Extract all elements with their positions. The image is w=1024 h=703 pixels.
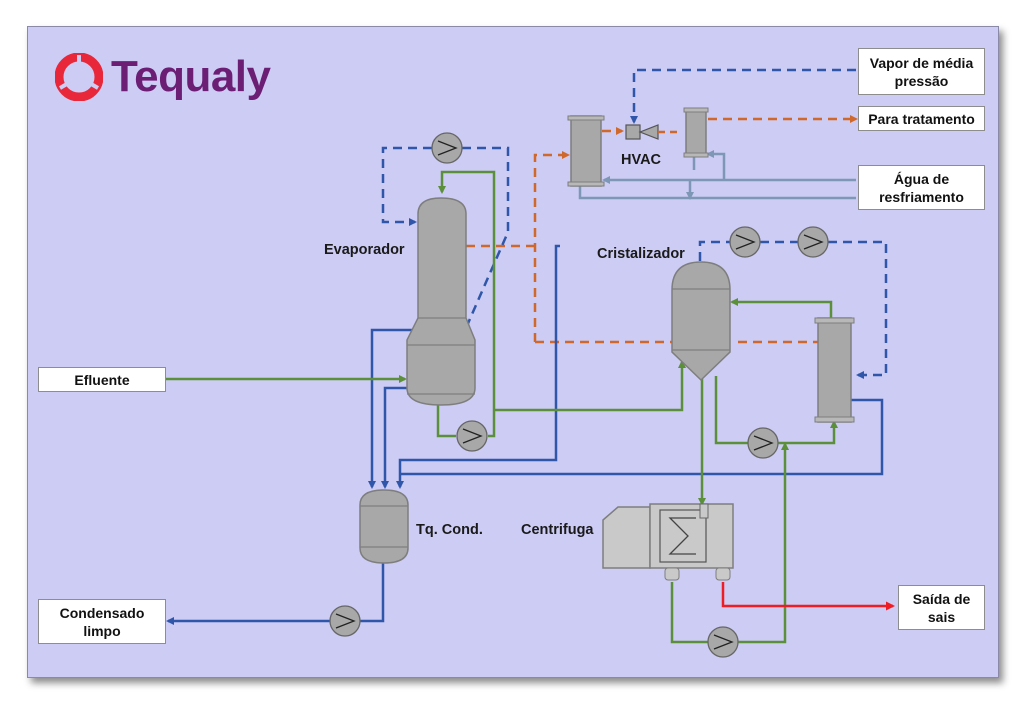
liquid-lines <box>166 170 838 644</box>
pump-icon <box>329 605 361 637</box>
evaporator-vessel <box>406 197 476 406</box>
pump-icon <box>431 132 463 164</box>
vapor-lines <box>466 115 858 344</box>
evaporator-label: Evaporador <box>324 242 405 258</box>
pump-icon <box>707 626 739 658</box>
tequaly-logo-icon <box>55 53 103 101</box>
ejector-icon <box>625 124 682 140</box>
pump-icon <box>729 226 761 258</box>
pump-icon <box>797 226 829 258</box>
tequaly-logo: Tequaly <box>55 50 271 104</box>
salt-line <box>721 582 895 611</box>
pump-icon <box>747 427 779 459</box>
clean-condensate-box: Condensado limpo <box>38 599 166 644</box>
condenser-icon <box>567 115 605 187</box>
hvac-condenser-icon <box>683 107 709 158</box>
to-treatment-box: Para tratamento <box>858 106 985 131</box>
hvac-label: HVAC <box>621 152 662 168</box>
condensate-tank-label: Tq. Cond. <box>416 522 483 538</box>
effluent-box: Efluente <box>38 367 166 392</box>
brand-name: Tequaly <box>111 52 271 101</box>
salt-outlet-box: Saída de sais <box>898 585 985 630</box>
crystallizer-vessel <box>671 261 731 382</box>
crystallizer-label: Cristalizador <box>597 246 685 262</box>
centrifuge-icon <box>602 503 734 581</box>
steam-dashed-lines <box>381 68 888 379</box>
tank-icon <box>359 489 409 564</box>
cooling-water-box: Água de resfriamento <box>858 165 985 210</box>
cooling-water-lines <box>578 150 856 200</box>
heat-exchanger-icon <box>814 317 855 423</box>
centrifuge-label: Centrifuga <box>521 522 594 538</box>
pump-icon <box>456 420 488 452</box>
medium-pressure-steam-box: Vapor de média pressão <box>858 48 985 95</box>
